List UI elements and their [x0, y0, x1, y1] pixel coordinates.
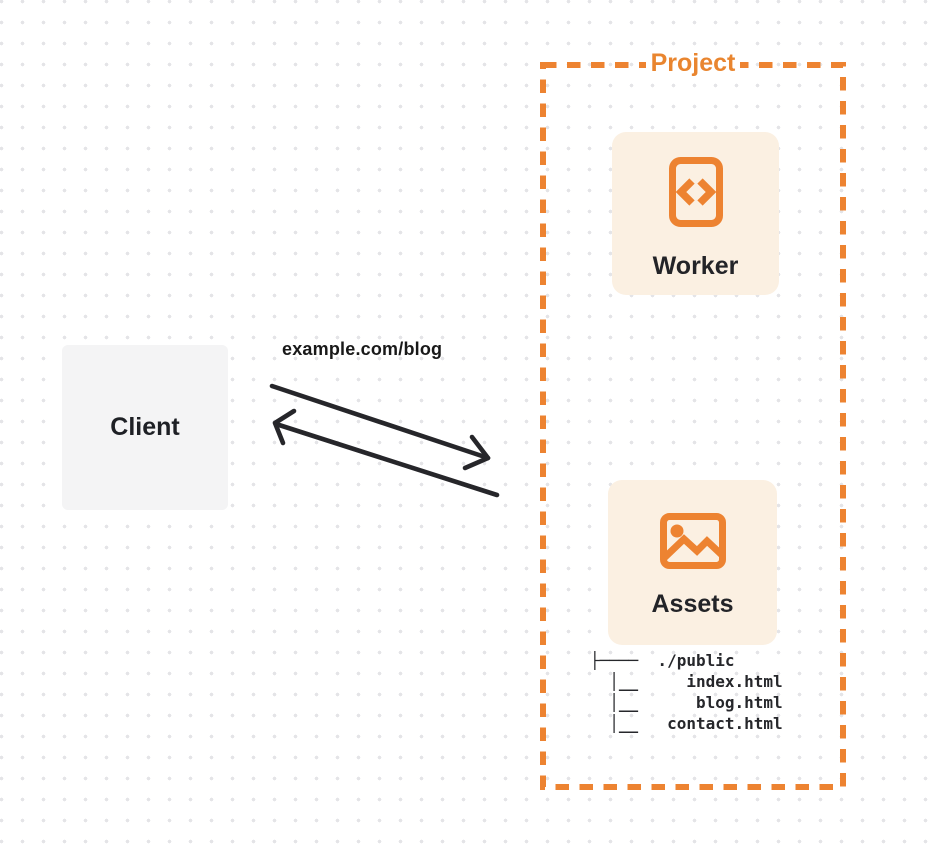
- request-arrow: [269, 383, 491, 471]
- file-tree: ├──── ./public │__ index.html │__ blog.h…: [590, 651, 783, 733]
- response-arrow: [272, 408, 500, 498]
- assets-label: Assets: [651, 590, 734, 618]
- image-icon: [659, 513, 726, 569]
- project-title-text: Project: [645, 49, 741, 78]
- worker-label: Worker: [652, 252, 739, 280]
- worker-node: Worker: [612, 132, 779, 295]
- assets-node: Assets: [608, 480, 777, 645]
- project-title: Project: [543, 49, 843, 78]
- code-file-icon: [668, 157, 723, 227]
- client-label: Client: [110, 413, 180, 441]
- request-url-label: example.com/blog: [282, 339, 443, 359]
- client-node: Client: [62, 345, 228, 510]
